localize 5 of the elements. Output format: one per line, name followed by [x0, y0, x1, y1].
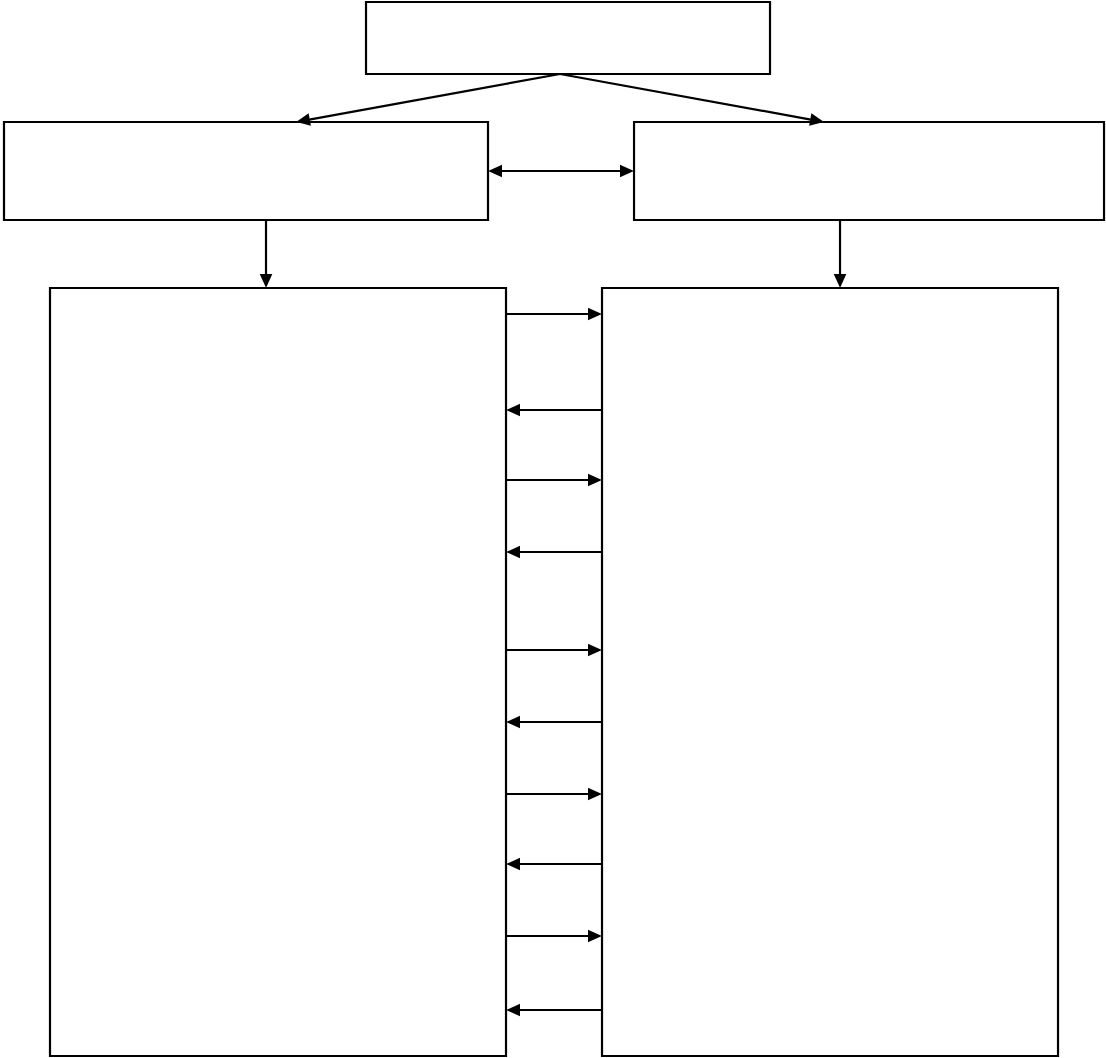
box	[600, 286, 1060, 1058]
box	[632, 120, 1106, 222]
box	[364, 0, 772, 76]
box	[2, 120, 490, 222]
box	[48, 286, 508, 1058]
